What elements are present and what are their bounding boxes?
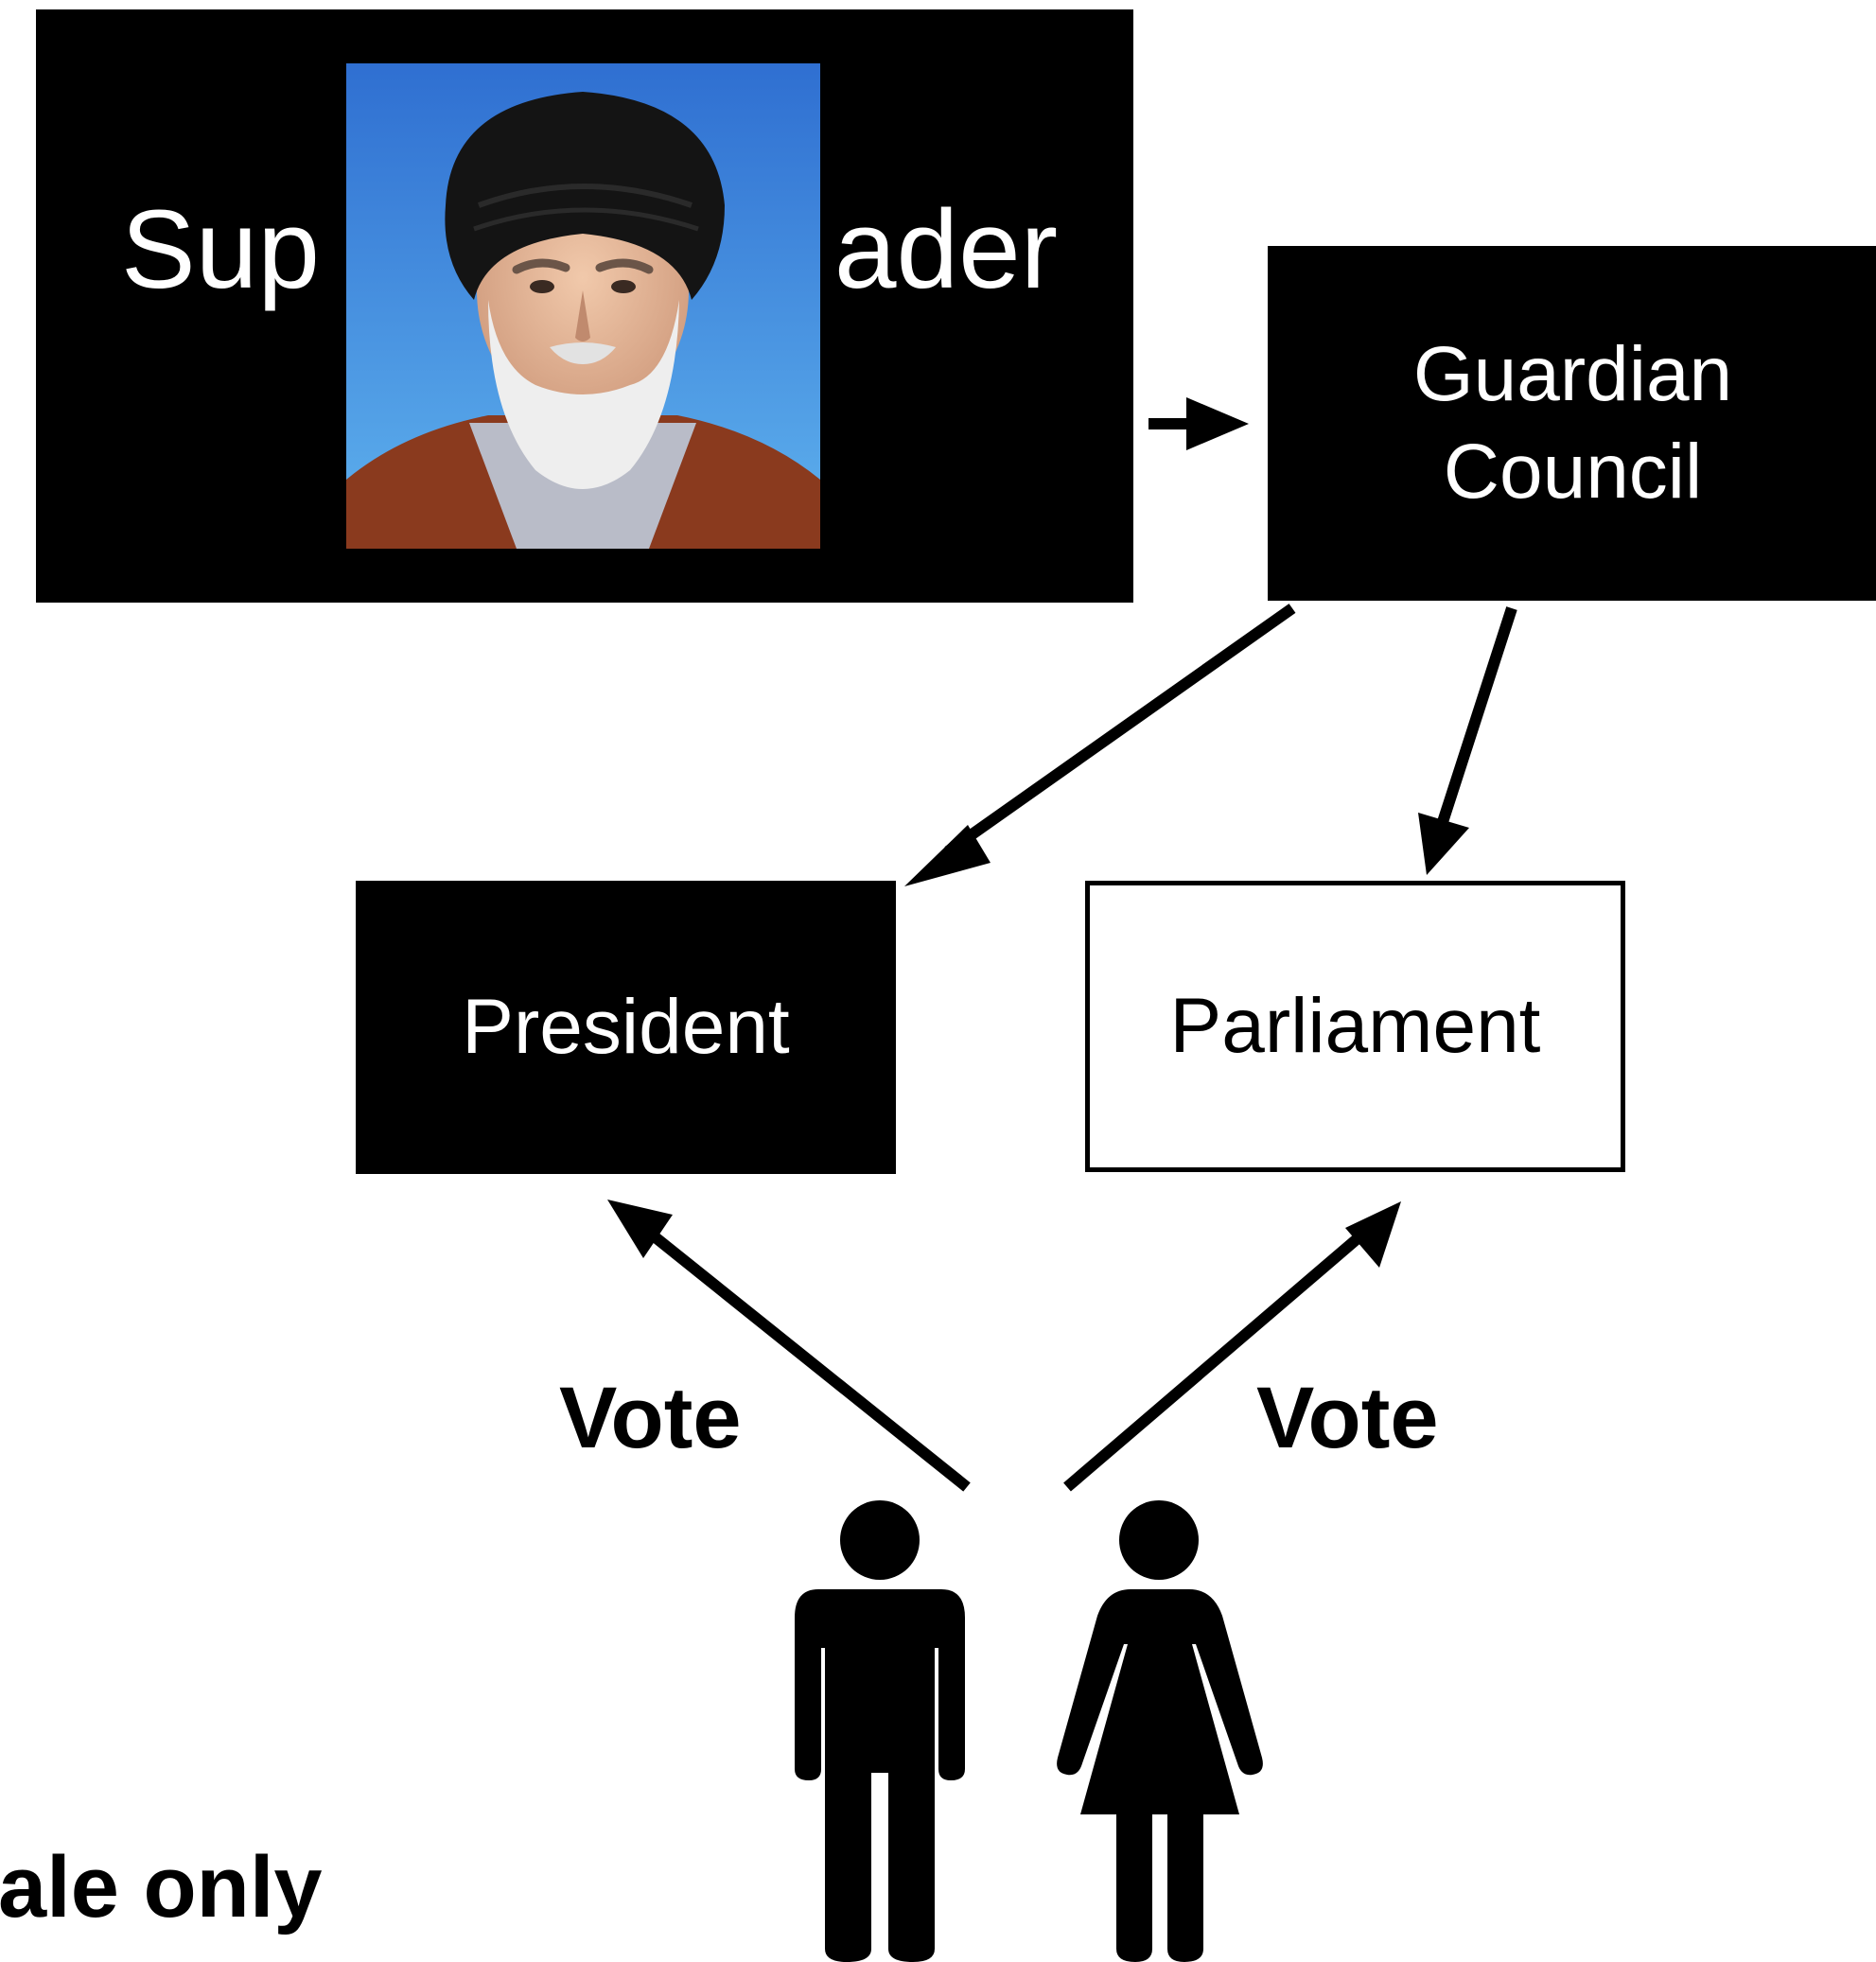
supreme-leader-label-left: Sup xyxy=(121,186,320,312)
parliament-label: Parliament xyxy=(1169,983,1541,1069)
portrait-graphic xyxy=(346,63,820,549)
guardian-council-box: Guardian Council xyxy=(1268,246,1876,601)
arrowhead-guardian-to-president xyxy=(904,825,991,886)
parliament-box: Parliament xyxy=(1085,881,1625,1172)
guardian-council-label: Guardian Council xyxy=(1413,326,1732,520)
arrow-guardian-to-president xyxy=(944,604,1296,856)
female-voter-icon xyxy=(1057,1500,1263,1962)
president-box: President xyxy=(356,881,896,1174)
male-voter-icon xyxy=(795,1500,965,1962)
arrowhead-voters-to-parliament xyxy=(1345,1201,1401,1268)
vote-label-right: Vote xyxy=(1256,1370,1439,1466)
president-label: President xyxy=(462,984,790,1070)
supreme-leader-label-right: ader xyxy=(833,186,1058,312)
arrowhead-guardian-to-parliament xyxy=(1418,813,1469,875)
supreme-leader-label: Sup ader xyxy=(36,0,1133,546)
guardian-council-label-line1: Guardian xyxy=(1412,331,1733,417)
arrowhead-leader-to-guardian xyxy=(1186,397,1249,450)
guardian-council-label-line2: Council xyxy=(1443,428,1703,515)
arrow-guardian-to-parliament xyxy=(1436,606,1517,827)
caption-text: ale only xyxy=(0,1839,323,1936)
arrowhead-voters-to-president xyxy=(607,1200,673,1258)
arrow-voters-to-parliament xyxy=(1063,1223,1374,1492)
vote-label-left: Vote xyxy=(559,1370,742,1466)
arrow-voters-to-president xyxy=(643,1226,971,1492)
portrait-photo xyxy=(346,63,820,549)
